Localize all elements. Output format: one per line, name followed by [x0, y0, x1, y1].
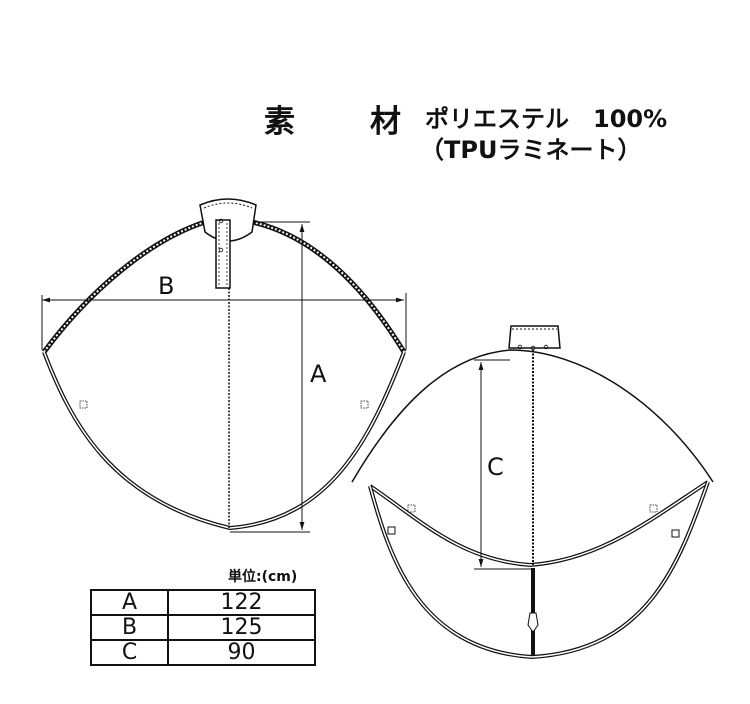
front-view [41, 198, 407, 533]
material-detail: （TPUラミネート） [420, 136, 642, 164]
back-view [351, 325, 714, 660]
size-value: 122 [167, 589, 316, 616]
size-key: B [90, 614, 169, 641]
dimension-label-b: B [158, 272, 175, 300]
table-row: B 125 [90, 614, 316, 641]
size-table: A 122 B 125 C 90 [90, 589, 316, 666]
table-row: C 90 [90, 639, 316, 666]
table-row: A 122 [90, 589, 316, 616]
dimension-label-a: A [310, 360, 327, 388]
size-value: 90 [167, 639, 316, 666]
size-key: C [90, 639, 169, 666]
material-composition: ポリエステル 100% [425, 105, 668, 133]
dimension-label-c: C [487, 453, 504, 481]
unit-label: 単位:(cm) [228, 569, 298, 585]
material-heading: 素 材 [264, 104, 423, 140]
size-value: 125 [167, 614, 316, 641]
size-key: A [90, 589, 169, 616]
